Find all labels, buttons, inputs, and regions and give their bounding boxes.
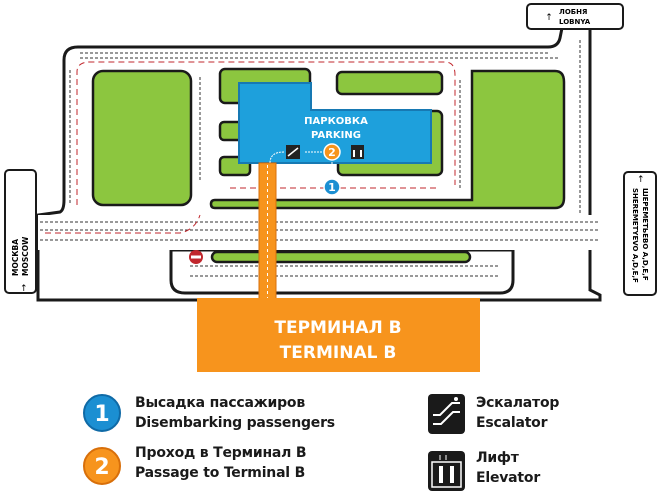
sign-moscow: ↑ МОСКВА MOSCOW bbox=[4, 169, 37, 294]
sign-moscow-ru: МОСКВА bbox=[11, 239, 20, 276]
legend-marker-2-label: 2 bbox=[94, 455, 109, 480]
terminal-label-ru: ТЕРМИНАЛ B bbox=[274, 318, 401, 338]
parking-area bbox=[238, 82, 432, 164]
legend-text-en: Elevator bbox=[476, 470, 541, 486]
sign-lobnya: ↑ ЛОБНЯ LOBNYA bbox=[526, 3, 624, 30]
arrow-up-icon: ↑ bbox=[545, 13, 553, 23]
sign-moscow-en: MOSCOW bbox=[21, 236, 30, 276]
legend-text-en: Escalator bbox=[476, 415, 548, 431]
legend-text-ru: Высадка пассажиров bbox=[135, 395, 306, 411]
sign-sheremetyevo: ↑ ШЕРЕМЕТЬЕВО A,D,E,F SHEREMETYEVO A,D,E… bbox=[623, 171, 657, 296]
elevator-icon bbox=[351, 145, 364, 159]
legend-item-passage: Проход в Терминал B Passage to Terminal … bbox=[135, 443, 307, 483]
legend-text-en: Passage to Terminal B bbox=[135, 465, 306, 481]
arrow-up-icon: ↑ bbox=[20, 284, 28, 294]
legend-marker-1: 1 bbox=[83, 394, 121, 432]
terminal-label-en: TERMINAL B bbox=[280, 343, 397, 363]
legend-text-ru: Лифт bbox=[476, 450, 519, 466]
parking-label-en: PARKING bbox=[311, 130, 361, 141]
terminal-b-building bbox=[197, 298, 480, 372]
marker-2 bbox=[323, 143, 341, 161]
elevator-icon bbox=[428, 451, 465, 491]
sign-lobnya-ru: ЛОБНЯ bbox=[559, 8, 587, 16]
legend-marker-2: 2 bbox=[83, 447, 121, 485]
sign-sheremetyevo-en: SHEREMETYEVO A,D,E,F bbox=[631, 188, 639, 283]
arrow-up-icon: ↑ bbox=[637, 175, 645, 185]
legend-text-en: Disembarking passengers bbox=[135, 415, 335, 431]
sign-sheremetyevo-ru: ШЕРЕМЕТЬЕВО A,D,E,F bbox=[641, 188, 649, 281]
legend-item-disembarking: Высадка пассажиров Disembarking passenge… bbox=[135, 393, 335, 433]
parking-label-ru: ПАРКОВКА bbox=[304, 116, 368, 127]
legend-text-ru: Проход в Терминал B bbox=[135, 445, 307, 461]
marker-1-label: 1 bbox=[328, 181, 336, 194]
legend-text-ru: Эскалатор bbox=[476, 395, 560, 411]
legend-marker-1-label: 1 bbox=[94, 402, 109, 427]
sign-lobnya-en: LOBNYA bbox=[559, 18, 591, 26]
legend-item-escalator: Эскалатор Escalator bbox=[476, 393, 559, 433]
marker-2-label: 2 bbox=[328, 146, 336, 159]
legend-item-elevator: Лифт Elevator bbox=[476, 448, 540, 488]
main-road bbox=[38, 215, 608, 250]
escalator-icon bbox=[428, 394, 465, 434]
lane-markings bbox=[40, 40, 600, 277]
